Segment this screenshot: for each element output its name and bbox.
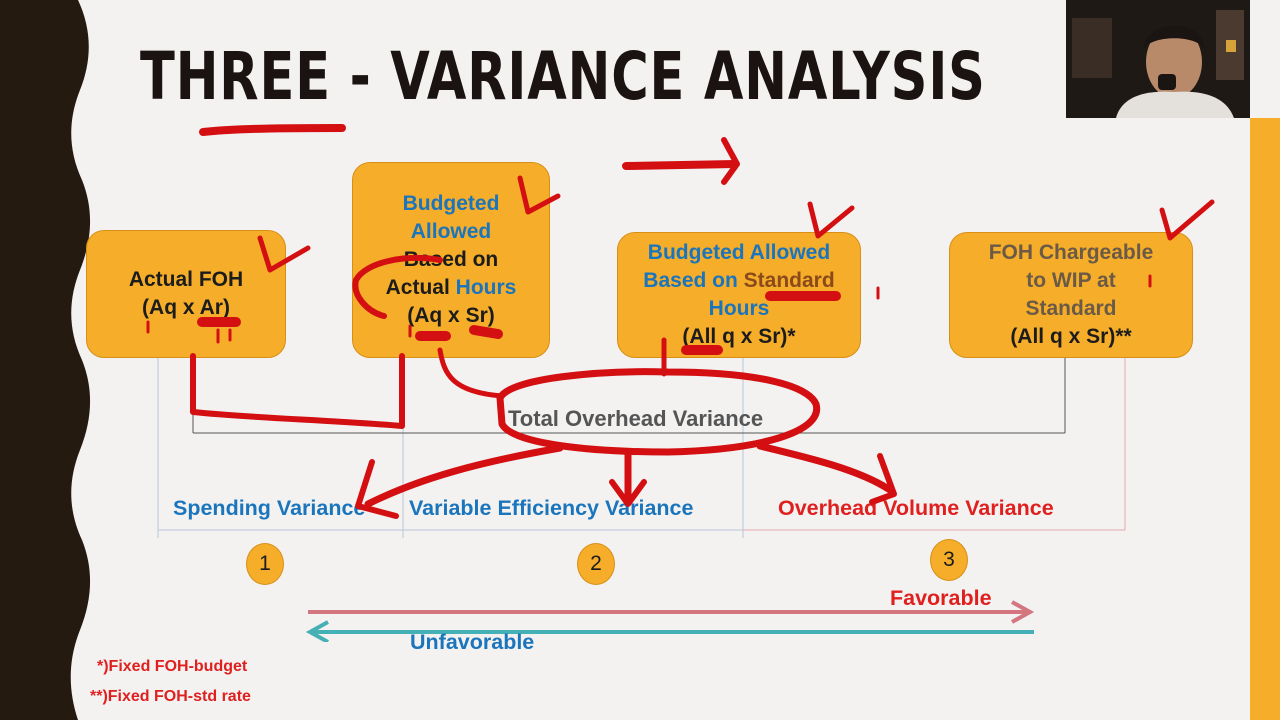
checkmark-icon-box3 [807,201,855,239]
favorable-arrow [308,600,1035,624]
ink-title-underline [199,124,346,136]
presenter-video-icon [1066,0,1250,118]
box-actual-foh-title: Actual FOH [128,268,244,291]
decorative-right-stripe [1250,118,1280,720]
ink-highlight-marks [197,291,841,355]
box-budget-actual-word-actual: Actual [385,276,450,299]
overhead-volume-variance-label: Overhead Volume Variance [778,496,1054,520]
ink-arrow-efficiency [609,448,647,507]
box-budget-actual-line1: Budgeted [402,192,500,215]
box-budget-actual-word-hours: Hours [455,276,517,299]
ink-arrow-spending [355,444,564,519]
box-foh-chargeable: FOH Chargeable to WIP at Standard (All q… [949,232,1193,358]
ink-connector-box2 [437,347,505,399]
page-title: THREE - VARIANCE ANALYSIS [140,38,986,115]
variable-efficiency-variance-label: Variable Efficiency Variance [409,496,694,520]
box-budget-standard-word-based: Based on [643,269,738,292]
ink-ticks [146,274,1152,344]
box-budget-standard-line1: Budgeted Allowed [647,241,831,264]
box-actual-foh-formula: (Aq x Ar) [142,296,230,319]
checkmark-icon-box4 [1159,199,1215,241]
footnote-fixed-budget: *)Fixed FOH-budget [97,658,248,675]
number-badge-1: 1 [246,543,284,585]
favorable-label: Favorable [890,586,992,610]
box-actual-foh: Actual FOH (Aq x Ar) [86,230,286,358]
decorative-left-border [0,0,91,720]
total-overhead-variance-label: Total Overhead Variance [508,406,764,431]
unfavorable-arrow [305,620,1034,642]
box-budget-actual-formula: (Aq x Sr) [407,304,495,327]
number-badge-2: 2 [577,543,615,585]
checkmark-icon-box1 [257,235,311,273]
ink-loop-box2 [352,255,443,319]
favorable-unfavorable-arrows [305,600,1035,642]
checkmark-icon-box2 [517,175,561,215]
box-budget-standard-formula: (All q x Sr)* [682,325,796,348]
box-budget-standard-word-standard: Standard [743,269,835,292]
box-foh-chargeable-line3: Standard [1025,297,1117,320]
number-badge-3: 3 [930,539,968,581]
box-foh-chargeable-line2: to WIP at [1026,269,1116,292]
spending-variance-label: Spending Variance [173,496,366,520]
ink-bracket-spending [190,353,405,429]
unfavorable-label: Unfavorable [410,630,535,654]
ink-top-arrow [622,137,740,185]
box-budget-actual-line3: Based on [403,248,499,271]
footnote-fixed-std-rate: **)Fixed FOH-std rate [90,688,251,705]
ink-arrow-volume [756,442,897,505]
box-budget-standard-line3: Hours [708,297,770,320]
webcam-overlay [1066,0,1250,118]
ink-ellipse-total [496,368,821,456]
box-foh-chargeable-formula: (All q x Sr)** [1010,325,1132,348]
box-budget-actual-line2: Allowed [410,220,492,243]
box-foh-chargeable-line1: FOH Chargeable [988,241,1154,264]
